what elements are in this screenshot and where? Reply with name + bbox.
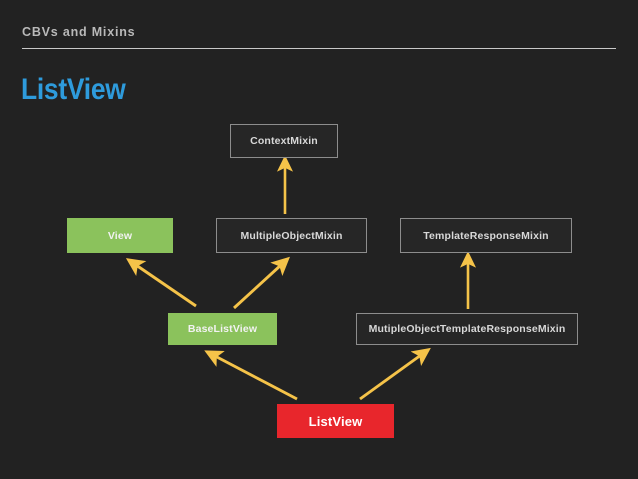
edge-listview-to-mutipleobjecttrm xyxy=(359,347,431,401)
node-template-response-mixin[interactable]: TemplateResponseMixin xyxy=(400,218,572,253)
node-mutiple-object-template-response-mixin[interactable]: MutipleObjectTemplateResponseMixin xyxy=(356,313,578,345)
node-context-mixin[interactable]: ContextMixin xyxy=(230,124,338,158)
header-divider xyxy=(22,48,616,49)
node-list-view[interactable]: ListView xyxy=(277,404,394,438)
node-multiple-object-mixin[interactable]: MultipleObjectMixin xyxy=(216,218,367,253)
header-title: CBVs and Mixins xyxy=(22,25,136,39)
edge-listview-to-baselistview xyxy=(204,350,298,401)
edge-baselistview-to-view xyxy=(125,258,197,308)
node-base-list-view[interactable]: BaseListView xyxy=(168,313,277,345)
node-view[interactable]: View xyxy=(67,218,173,253)
edge-baselistview-to-multipleobjectmixin xyxy=(233,256,290,310)
page-title: ListView xyxy=(21,73,126,106)
